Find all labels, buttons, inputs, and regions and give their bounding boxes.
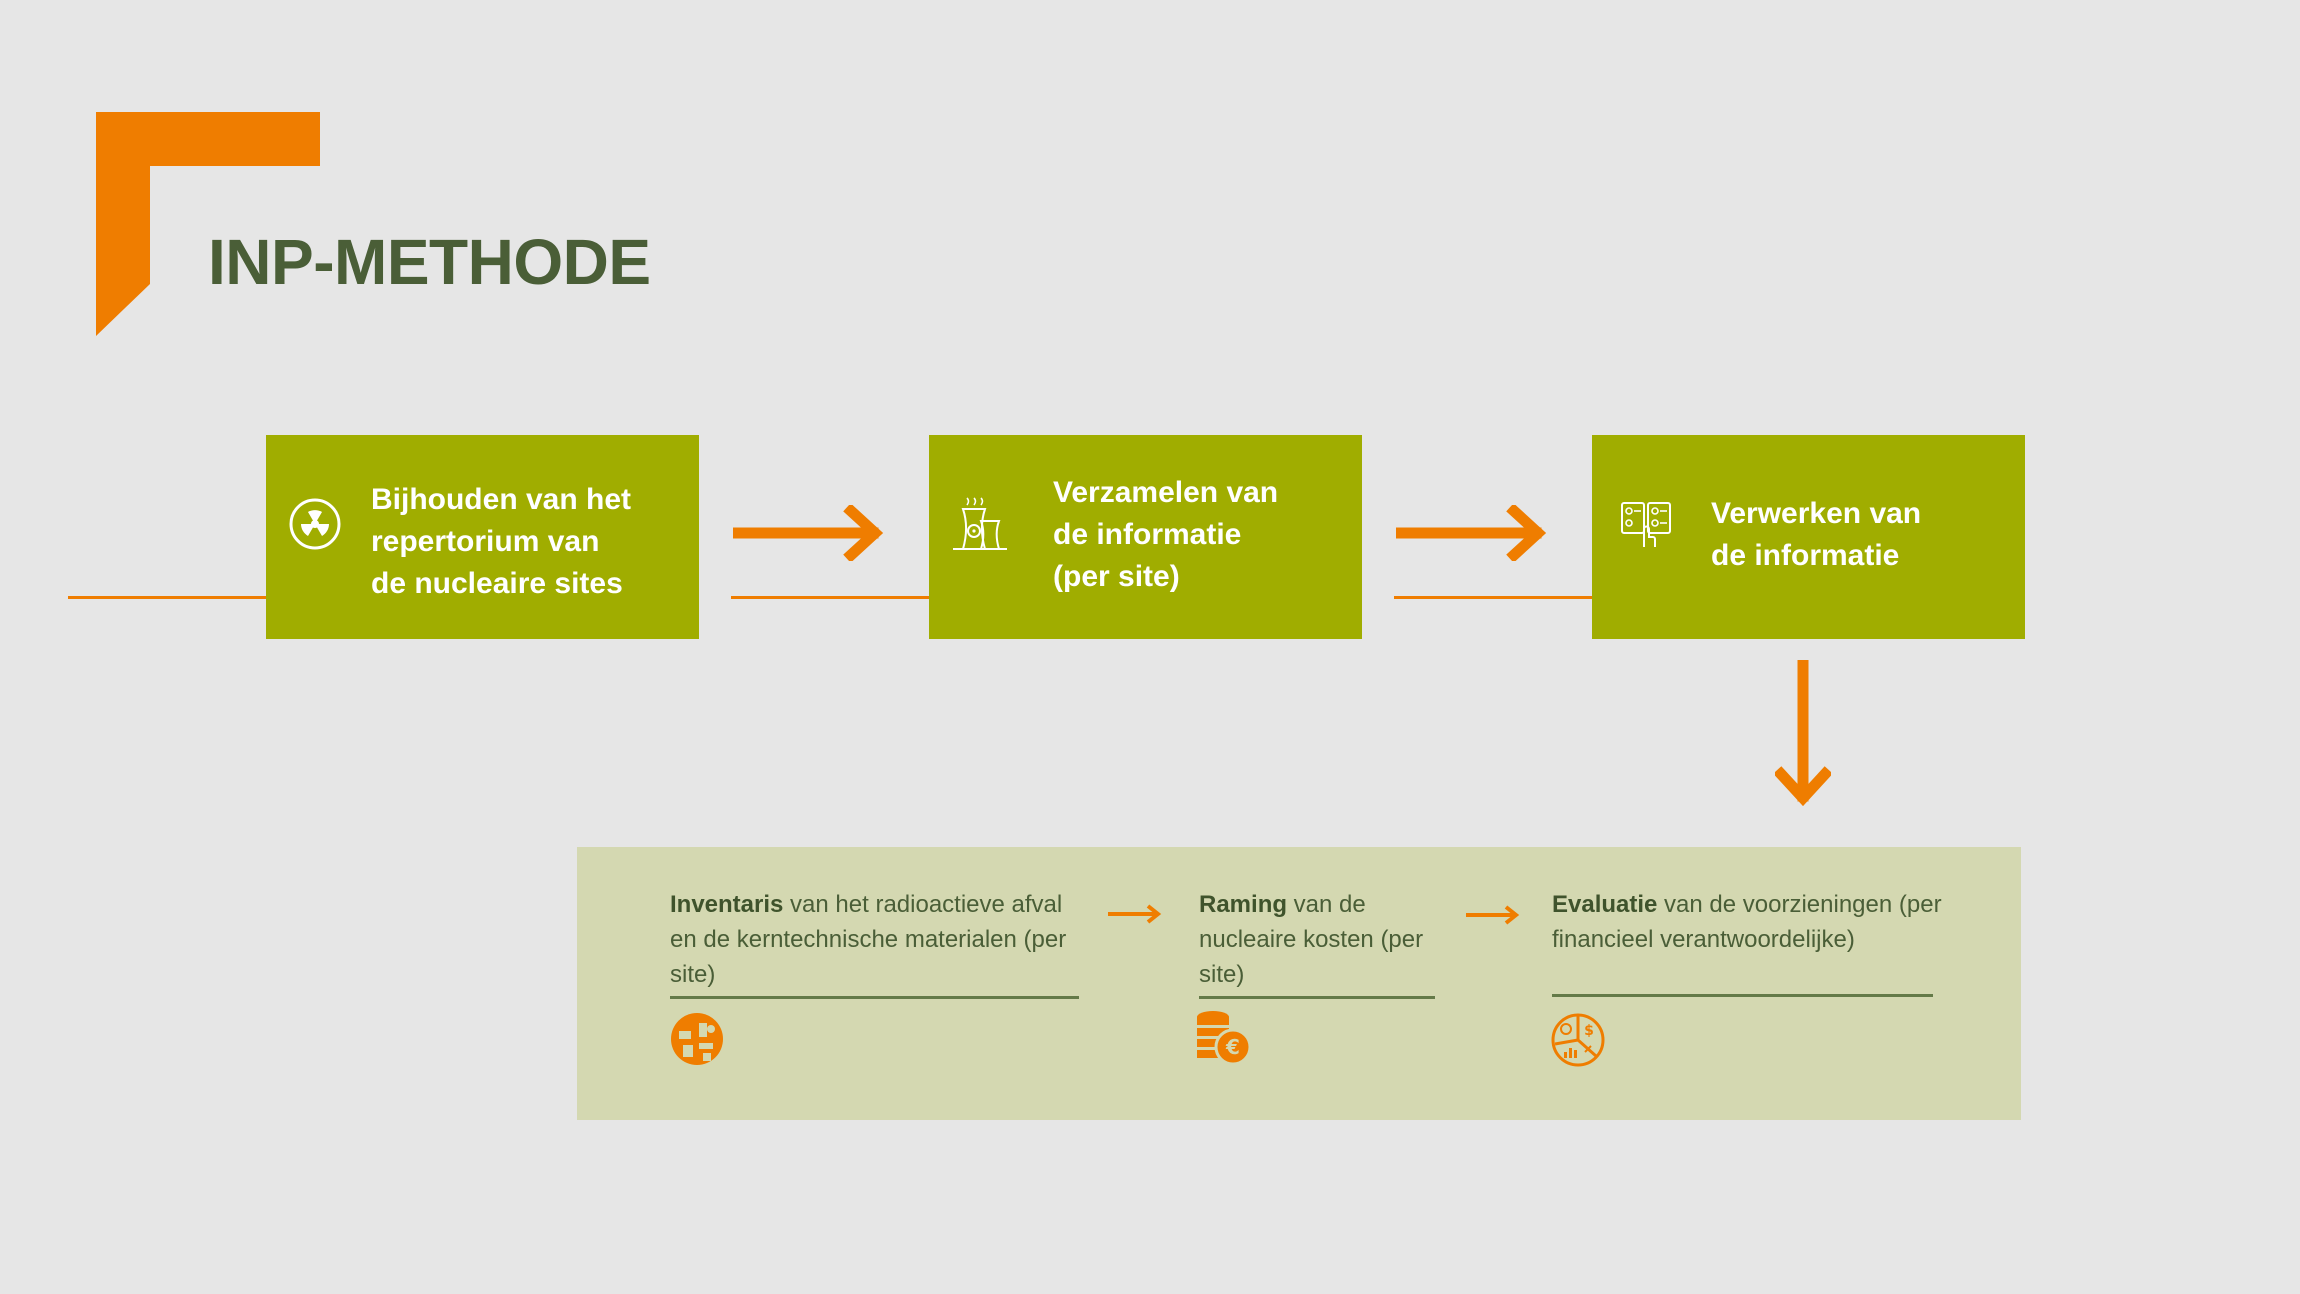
- coins-euro-icon: €: [1197, 1011, 1252, 1066]
- output-text: Inventaris van het radioactieve afval en…: [670, 887, 1090, 992]
- step-box: Verwerken van de informatie: [1592, 435, 2025, 639]
- output-heading: Inventaris: [670, 891, 784, 918]
- output-divider: [1552, 994, 1933, 997]
- arrow-right-small-icon: [1466, 905, 1520, 925]
- step-box: Verzamelen van de informatie (per site): [929, 435, 1362, 639]
- output-description: van het radioactieve afval en de kerntec…: [670, 891, 1067, 988]
- output-description: van de voorzieningen (per financieel ver…: [1552, 891, 1942, 953]
- page-title: INP-METHODE: [208, 226, 651, 298]
- output-panel: Inventaris van het radioactieve afval en…: [577, 847, 2021, 1120]
- nuclear-plant-icon: [953, 497, 1007, 550]
- corner-bracket-decoration: [96, 112, 320, 336]
- output-divider: [1199, 996, 1435, 999]
- arrow-right-icon: [733, 505, 884, 561]
- arrow-right-small-icon: [1108, 904, 1162, 924]
- connector-line: [1394, 596, 1666, 599]
- connector-line: [731, 596, 1003, 599]
- arrow-down-icon: [1775, 660, 1831, 807]
- evaluation-chart-icon: $: [1551, 1013, 1605, 1067]
- waste-materials-icon: [671, 1013, 723, 1065]
- arrow-right-icon: [1396, 505, 1547, 561]
- svg-text:$: $: [1584, 1023, 1594, 1039]
- radiation-icon: [289, 498, 341, 550]
- step-box: Bijhouden van het repertorium van de nuc…: [266, 435, 699, 639]
- output-heading: Raming: [1199, 891, 1288, 918]
- output-description: van de nucleaire kosten (per site): [1199, 891, 1424, 988]
- data-processing-icon: [1621, 502, 1671, 547]
- output-divider: [670, 996, 1079, 999]
- step-label: Verzamelen van de informatie (per site): [1053, 476, 1279, 593]
- output-text: Evaluatie van de voorzieningen (per fina…: [1552, 887, 1952, 957]
- connector-line: [68, 596, 340, 599]
- step-label: Bijhouden van het repertorium van de nuc…: [371, 483, 632, 600]
- output-text: Raming van de nucleaire kosten (per site…: [1199, 887, 1449, 992]
- step-label: Verwerken van de informatie: [1711, 497, 1922, 572]
- svg-text:€: €: [1225, 1035, 1240, 1059]
- output-heading: Evaluatie: [1552, 891, 1658, 918]
